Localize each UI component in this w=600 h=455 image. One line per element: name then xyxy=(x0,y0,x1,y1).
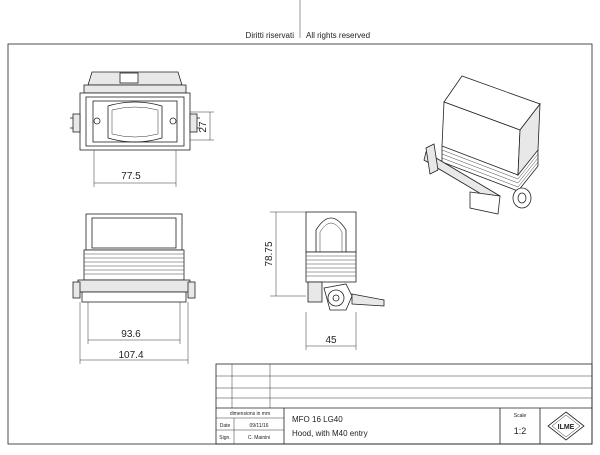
top-view: 27 77.5 xyxy=(70,71,214,187)
scale-value: 1:2 xyxy=(514,426,527,436)
title-block: dimensions in mm Date 09/11/16 Sign. C. … xyxy=(215,363,593,445)
product-description: Hood, with M40 entry xyxy=(292,429,368,438)
dimension-front-inner-width: 93.6 xyxy=(121,329,141,340)
dimension-side-height: 78.75 xyxy=(264,241,275,266)
scale-label: Scale xyxy=(514,413,527,419)
side-view: 78.75 45 xyxy=(264,211,385,350)
sign-value: C. Mainini xyxy=(248,435,270,441)
sign-label: Sign. xyxy=(219,435,230,441)
date-value: 09/11/16 xyxy=(249,423,268,429)
dimension-front-outer-width: 107.4 xyxy=(118,350,143,361)
date-label: Date xyxy=(220,423,231,429)
dimension-side-width: 45 xyxy=(325,335,337,346)
product-code: MFO 16 LG40 xyxy=(292,415,343,424)
rights-reserved-italian: Diritti riservati xyxy=(246,31,295,40)
rights-reserved-english: All rights reserved xyxy=(306,31,370,40)
dimension-top-width: 77.5 xyxy=(121,171,141,182)
units-note: dimensions in mm xyxy=(230,411,270,417)
logo-text: ILME xyxy=(558,424,575,431)
ilme-logo: ILME xyxy=(547,411,585,441)
isometric-view xyxy=(423,75,541,215)
front-view: 93.6 107.4 xyxy=(72,213,196,364)
dimension-top-depth: 27 xyxy=(198,121,209,133)
